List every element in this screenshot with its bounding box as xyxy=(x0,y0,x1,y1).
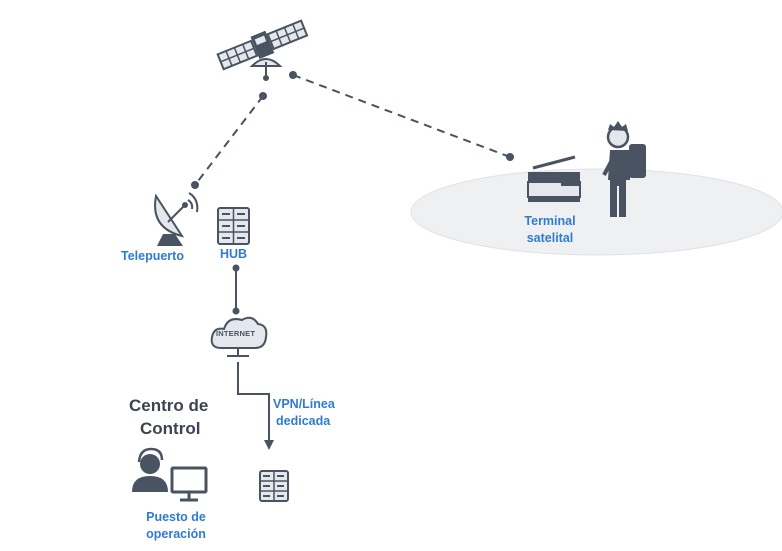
teleport-label: Telepuerto xyxy=(121,249,184,263)
operator-label-line2: operación xyxy=(146,527,206,541)
terminal-label-line2: satelital xyxy=(526,231,574,245)
cloud-icon xyxy=(210,316,268,357)
operator-icon xyxy=(132,447,168,492)
operator-label-line1: Puesto de xyxy=(146,510,206,524)
internet-label: INTERNET xyxy=(216,329,256,338)
satellite-icon xyxy=(216,19,309,81)
coverage-area xyxy=(410,168,782,256)
terminal-label-line1: Terminal xyxy=(524,214,576,228)
satellite-link-terminal xyxy=(289,71,514,161)
terminal-icon xyxy=(527,155,581,202)
server-rack-icon xyxy=(217,207,250,245)
control-center-title-line2: Control xyxy=(140,419,201,438)
monitor-icon xyxy=(170,466,208,502)
hub-label: HUB xyxy=(220,247,248,261)
server-rack-icon xyxy=(259,470,289,502)
vpn-label-line2: dedicada xyxy=(276,414,331,428)
satellite-link-teleport xyxy=(191,92,267,189)
hiker-icon xyxy=(602,121,646,217)
control-center-title-line1: Centro de xyxy=(129,396,209,415)
satellite-dish-icon xyxy=(154,192,199,246)
vpn-label-line1: VPN/Línea xyxy=(273,397,335,411)
vpn-link xyxy=(237,362,270,442)
